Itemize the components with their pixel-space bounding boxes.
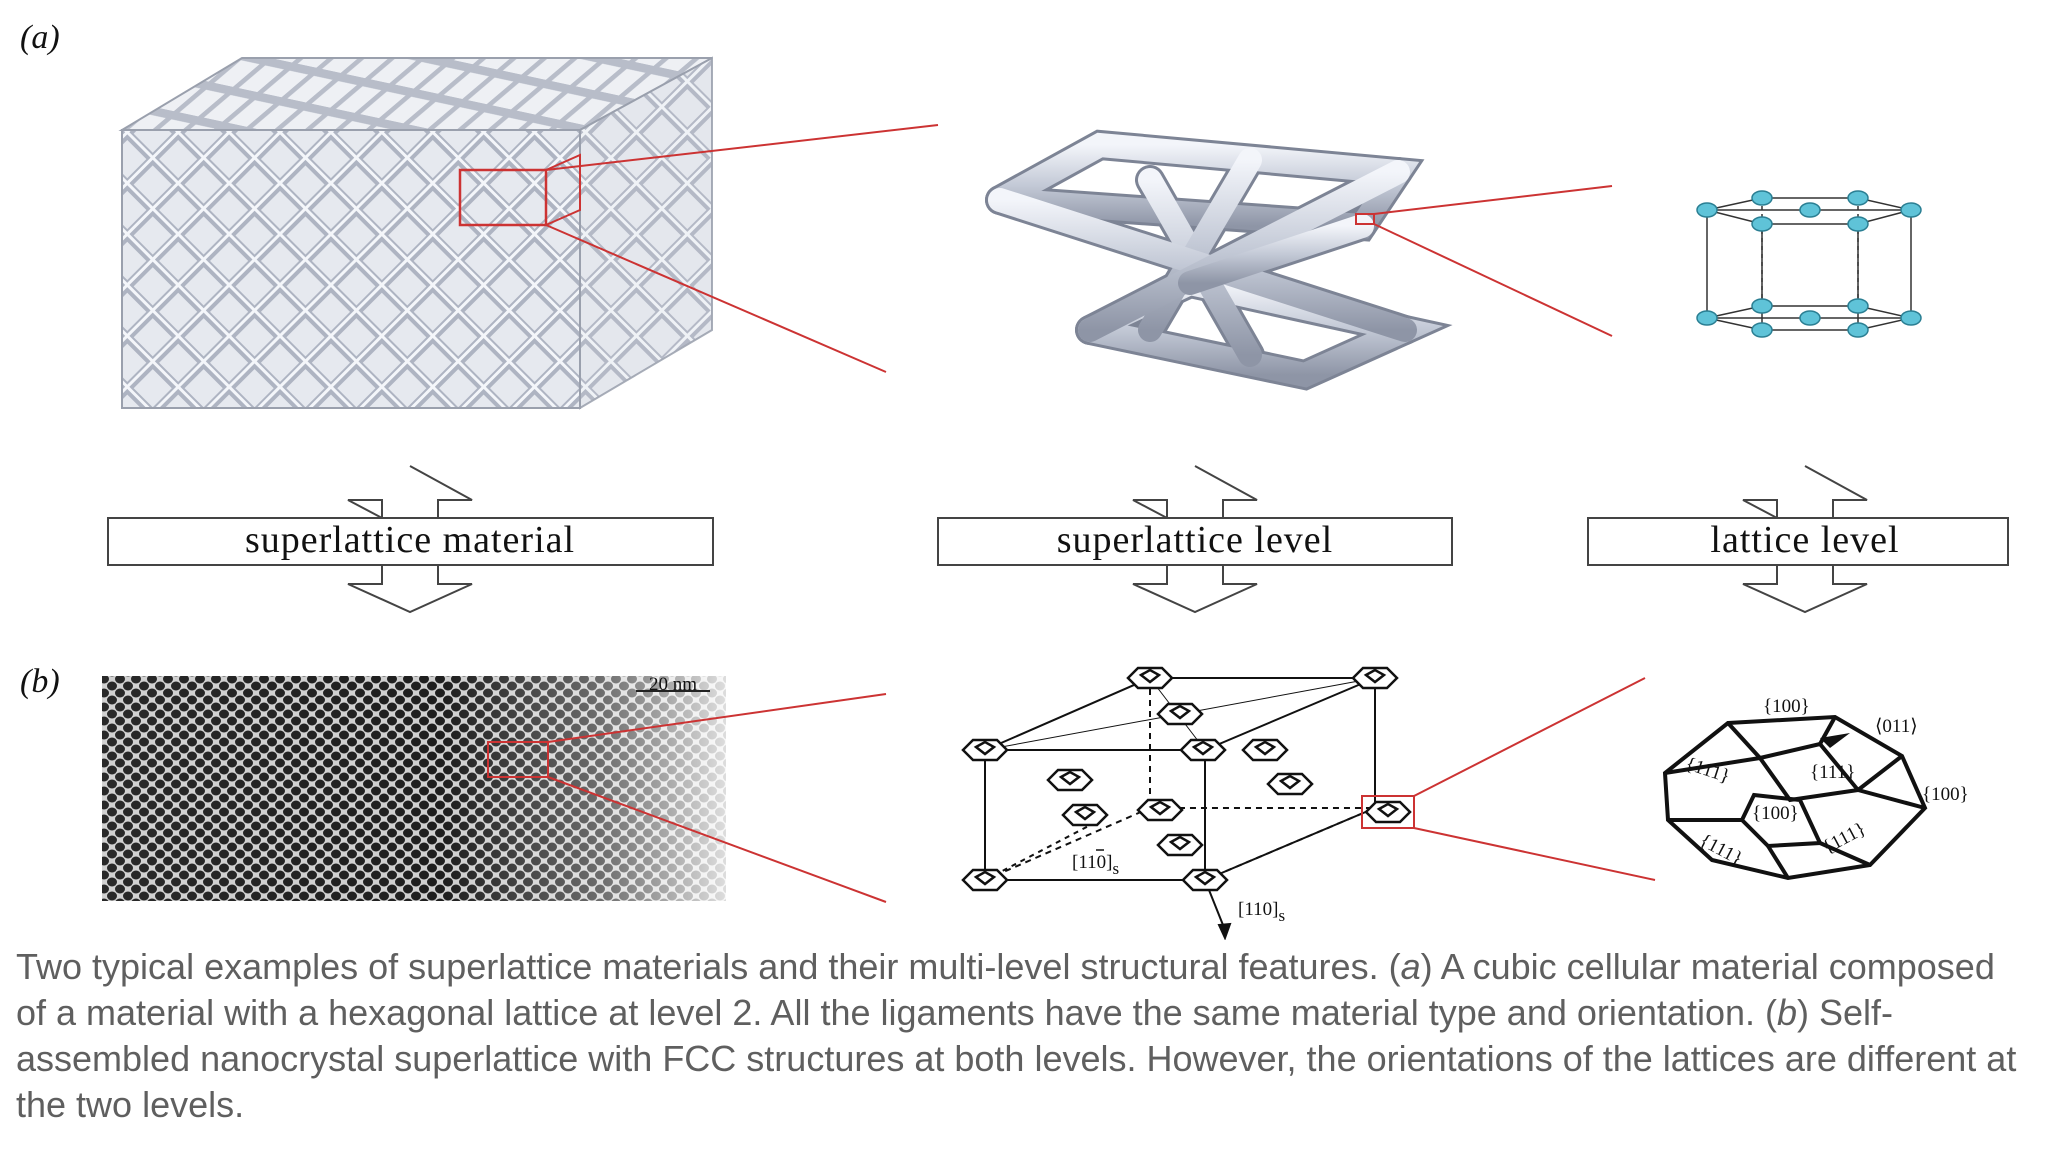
level-box-superlattice: superlattice level: [937, 465, 1453, 614]
atom: [1696, 202, 1718, 218]
svg-text:{100}: {100}: [1752, 803, 1799, 824]
zoom-box-b1: [487, 741, 549, 778]
atom: [1847, 190, 1869, 206]
svg-text:{100}: {100}: [1922, 784, 1969, 805]
facet-labels: {100} ⟨011⟩ {111} {111} {100} {100} {111…: [1683, 696, 1969, 870]
atom: [1799, 202, 1821, 218]
zoom-line: [1413, 827, 1656, 881]
nanocrystals: [961, 666, 1412, 892]
level-label-lattice: lattice level: [1710, 519, 1899, 561]
atom: [1799, 310, 1821, 326]
svg-text:{100}: {100}: [1763, 696, 1810, 717]
direction-label-2: [110]s: [1238, 899, 1285, 925]
cubic-cellular-block: [118, 56, 713, 410]
svg-text:[110]s: [110]s: [1072, 852, 1119, 878]
direction-label-1: [110]s: [1072, 849, 1119, 878]
tube-unit-cell: [985, 129, 1453, 391]
level-label-superlattice: superlattice level: [1057, 519, 1334, 561]
atom: [1900, 310, 1922, 326]
panel-label-b: (b): [20, 663, 60, 700]
atom: [1900, 202, 1922, 218]
atom: [1751, 190, 1773, 206]
zoom-box-b2: [1361, 795, 1415, 829]
zoom-line: [547, 693, 887, 743]
truncated-octahedron: [1662, 714, 1928, 881]
hexagonal-lattice-cell: [1696, 190, 1922, 338]
figure: (a) (b): [20, 19, 2009, 940]
atom: [1751, 216, 1773, 232]
figure-caption: Two typical examples of superlattice mat…: [16, 946, 2017, 1125]
svg-text:⟨011⟩: ⟨011⟩: [1875, 716, 1918, 737]
zoom-line: [545, 124, 939, 171]
level-box-material: superlattice material: [107, 465, 714, 614]
svg-text:{111}: {111}: [1810, 762, 1855, 783]
atom: [1847, 216, 1869, 232]
zoom-line: [1373, 185, 1613, 215]
atom: [1847, 298, 1869, 314]
level-box-lattice: lattice level: [1587, 465, 2009, 614]
atom: [1751, 322, 1773, 338]
tem-micrograph: 20 nm: [102, 674, 726, 901]
level-label-material: superlattice material: [245, 519, 575, 561]
zoom-line: [1373, 223, 1613, 337]
scale-bar-label: 20 nm: [649, 674, 697, 695]
zoom-line: [547, 776, 887, 903]
zoom-box-a2: [1355, 213, 1375, 225]
atom: [1847, 322, 1869, 338]
zoom-line: [1413, 677, 1646, 797]
panel-label-a: (a): [20, 19, 60, 56]
atom: [1696, 310, 1718, 326]
zoom-box-a1: [458, 168, 548, 227]
zoom-line: [545, 224, 887, 373]
atom: [1751, 298, 1773, 314]
